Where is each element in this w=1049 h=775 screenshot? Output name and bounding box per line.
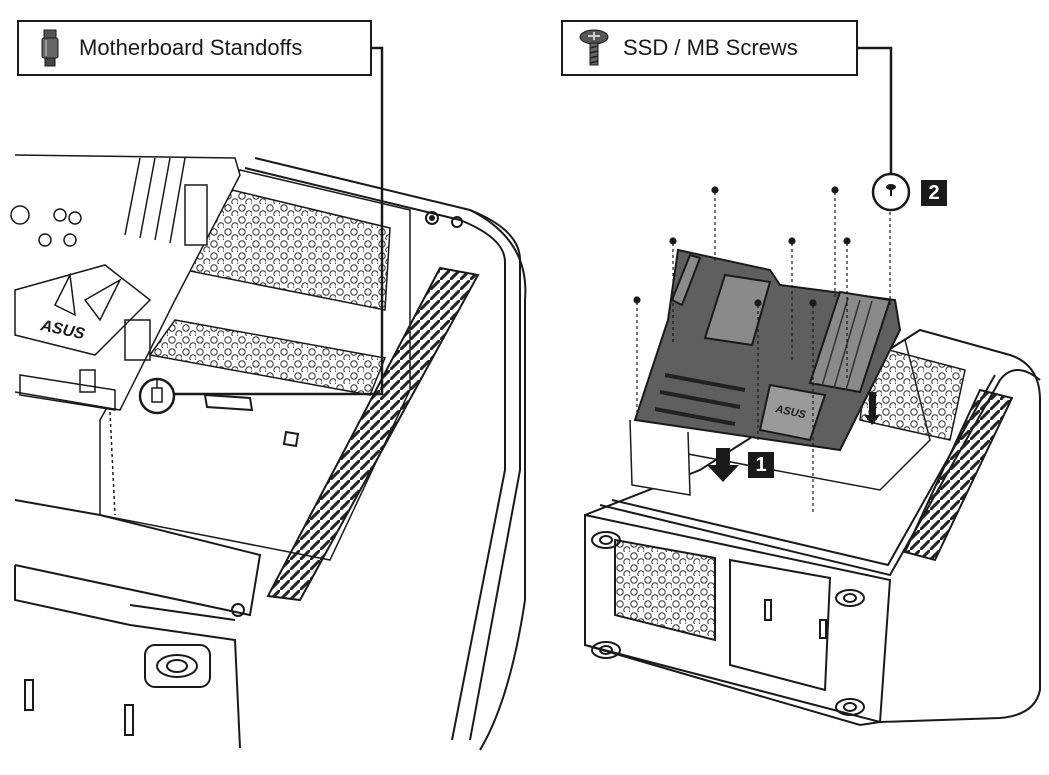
left-case-closeup — [14, 157, 527, 751]
inner-down-arrow — [864, 392, 880, 425]
step-1-badge: 1 — [748, 452, 774, 478]
mesh-grille-lower — [148, 319, 387, 396]
screws-callout: SSD / MB Screws — [561, 20, 858, 76]
install-down-arrow — [707, 448, 739, 482]
standoff-part-icon — [151, 378, 163, 403]
step-2-badge: 2 — [921, 180, 947, 206]
right-motherboard — [629, 248, 902, 496]
standoff-guide-line — [109, 411, 116, 516]
screws-callout-label: SSD / MB Screws — [623, 35, 798, 60]
left-motherboard-partial — [10, 154, 241, 411]
mb-screws — [633, 186, 891, 515]
screw-detail-icon — [886, 184, 896, 196]
screw-icon — [579, 29, 609, 66]
standoffs-callout-label: Motherboard Standoffs — [79, 35, 303, 60]
screws-leader-line — [858, 46, 893, 174]
standoff-icon — [41, 29, 59, 67]
standoffs-leader-line — [174, 46, 384, 396]
standoffs-callout: Motherboard Standoffs — [17, 20, 372, 76]
